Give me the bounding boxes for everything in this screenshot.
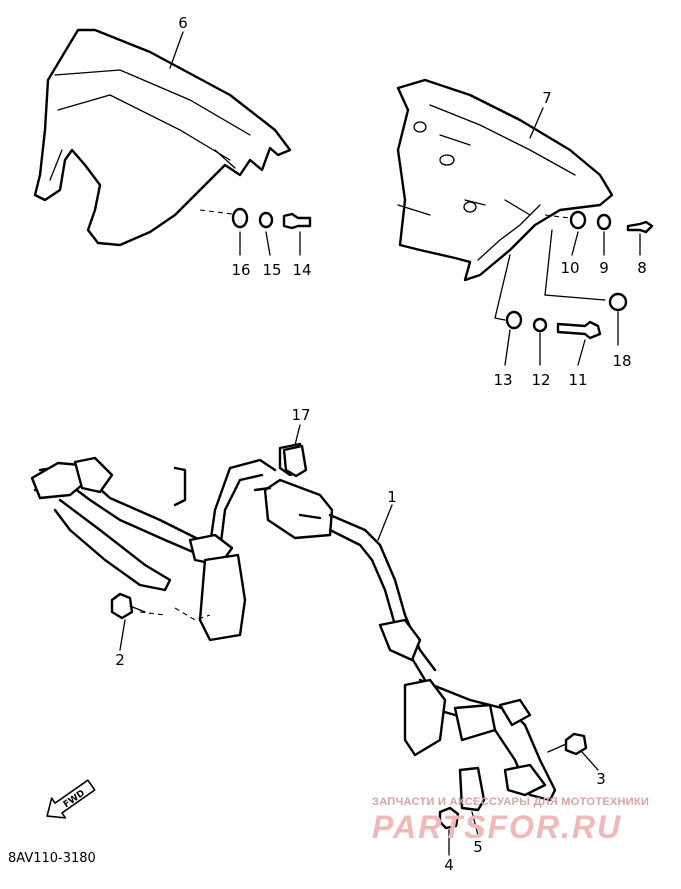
label-17: 17 <box>291 406 310 424</box>
label-3: 3 <box>596 770 606 788</box>
label-7: 7 <box>542 89 552 107</box>
part-5-clip <box>458 766 486 836</box>
label-9: 9 <box>599 259 609 277</box>
label-8: 8 <box>637 259 647 277</box>
label-6: 6 <box>178 14 188 32</box>
label-14: 14 <box>292 261 311 279</box>
part-7-right-panel <box>396 78 614 282</box>
part-2-bolt <box>110 592 146 651</box>
label-16: 16 <box>231 261 250 279</box>
part-3-bolt <box>547 732 599 771</box>
fwd-arrow-icon: FWD <box>46 779 96 819</box>
part-labels: 6 7 16 15 14 10 9 8 18 13 12 11 17 1 2 3… <box>115 14 647 874</box>
label-4: 4 <box>444 856 454 874</box>
watermark-site: PARTSFOR.RU <box>372 809 622 845</box>
label-2: 2 <box>115 651 125 669</box>
part-4-nut <box>438 806 460 856</box>
label-13: 13 <box>493 371 512 389</box>
label-5: 5 <box>473 838 483 856</box>
label-1: 1 <box>387 488 397 506</box>
fasteners-11-12-13 <box>494 254 602 366</box>
label-11: 11 <box>568 371 587 389</box>
part-6-left-cover <box>33 28 292 247</box>
watermark-tagline: ЗАПЧАСТИ И АКСЕССУАРЫ ДЛЯ МОТОТЕХНИКИ <box>372 796 649 808</box>
label-10: 10 <box>560 259 579 277</box>
catalog-code: 8AV110-3180 <box>8 851 96 866</box>
fasteners-14-15-16 <box>199 207 312 256</box>
leader-lines <box>169 31 544 139</box>
part-1-main-stay <box>30 442 557 802</box>
label-12: 12 <box>531 371 550 389</box>
label-18: 18 <box>612 352 631 370</box>
label-15: 15 <box>262 261 281 279</box>
part-17-clamp <box>282 424 308 478</box>
fasteners-8-9-10-18 <box>544 210 654 346</box>
watermark: ЗАПЧАСТИ И АКСЕССУАРЫ ДЛЯ МОТОТЕХНИКИ PA… <box>372 796 649 845</box>
